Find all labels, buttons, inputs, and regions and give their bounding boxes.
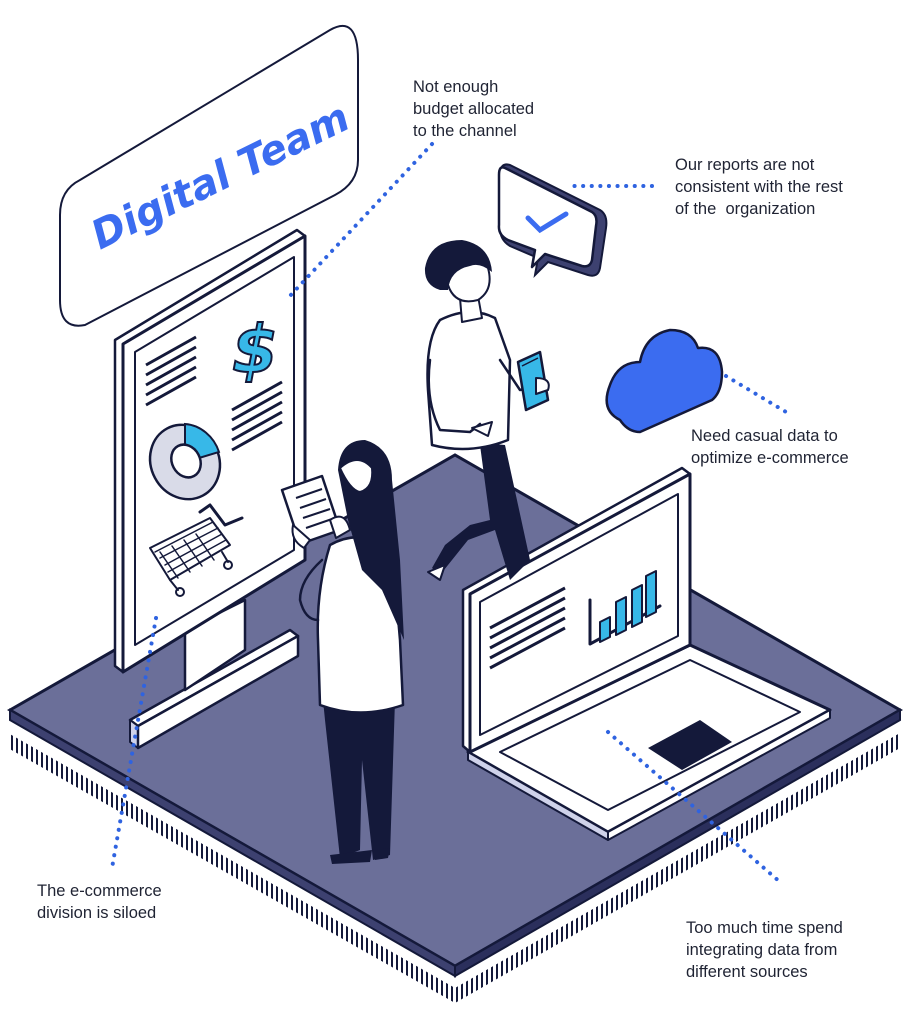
- callout-siloed-line: division is siloed: [37, 904, 157, 922]
- billboard: $: [113, 228, 307, 750]
- callout-time: Too much time spend integrating data fro…: [686, 917, 843, 983]
- callout-casual-data-line: optimize e-commerce: [691, 449, 849, 467]
- digital-team-sign: Digital Team: [59, 24, 359, 327]
- callout-casual-data-line: Need casual data to: [691, 427, 838, 445]
- callout-time-line: different sources: [686, 963, 808, 981]
- donut-chart-icon: [148, 422, 222, 501]
- chat-check-icon: [497, 163, 608, 278]
- laptop: [461, 466, 832, 841]
- callout-budget-line: budget allocated: [413, 100, 535, 118]
- dollar-icon: $: [232, 311, 278, 388]
- callout-time-line: integrating data from: [686, 941, 838, 959]
- callout-siloed: The e-commerce division is siloed: [37, 880, 162, 924]
- laptop-text-lines: [489, 586, 566, 670]
- callout-budget-line: Not enough: [413, 78, 499, 96]
- bar-chart-icon: [588, 570, 662, 646]
- callout-time-line: Too much time spend: [686, 919, 843, 937]
- callout-siloed-line: The e-commerce: [37, 882, 162, 900]
- callout-reports-line: of the organization: [675, 200, 816, 218]
- callout-budget: Not enough budget allocated to the chann…: [413, 76, 534, 142]
- cloud-icon: [605, 328, 724, 434]
- callout-casual-data: Need casual data to optimize e-commerce: [691, 425, 849, 469]
- woman-figure: [280, 440, 405, 864]
- man-figure: [424, 240, 550, 581]
- billboard-text-lines: [145, 335, 283, 452]
- callout-connectors: [110, 142, 788, 884]
- shopping-cart-icon: [149, 503, 244, 597]
- callout-budget-line: to the channel: [413, 122, 517, 140]
- callout-reports-line: Our reports are not: [675, 156, 815, 174]
- smartphone-icon: [516, 350, 550, 412]
- callout-reports-line: consistent with the rest: [675, 178, 843, 196]
- callout-reports: Our reports are not consistent with the …: [675, 154, 843, 220]
